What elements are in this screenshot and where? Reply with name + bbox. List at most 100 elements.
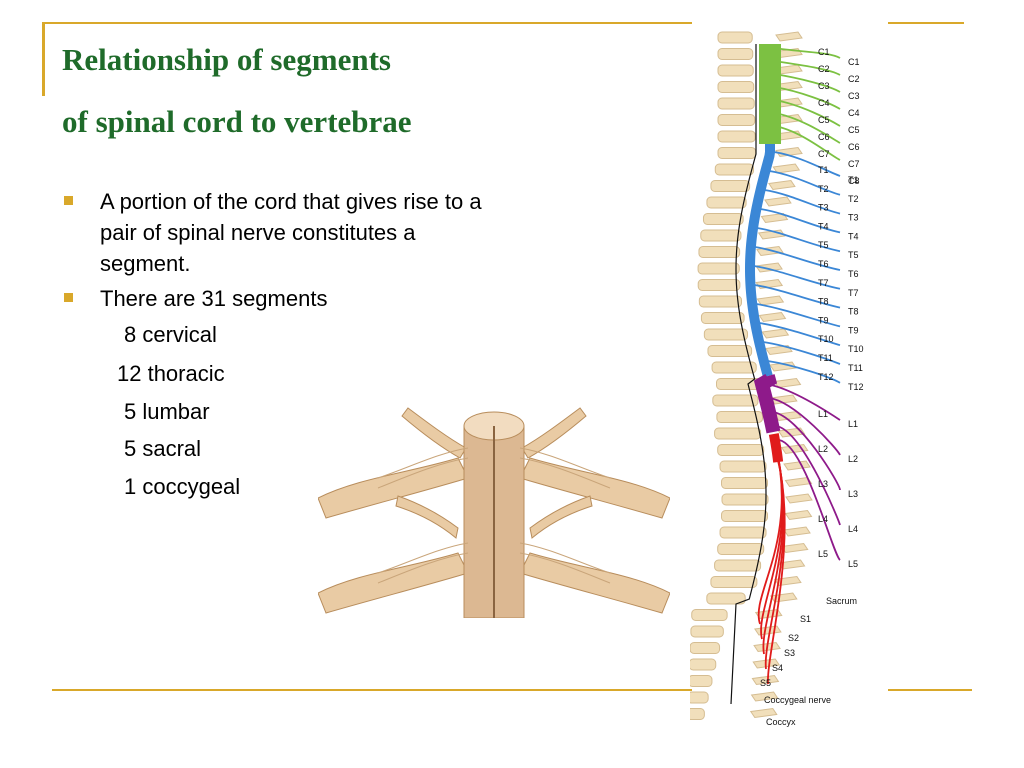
spinal-nerve — [767, 360, 841, 384]
vertebra — [719, 526, 767, 539]
vertebra — [715, 378, 762, 390]
nerve-label: C4 — [818, 98, 830, 108]
spinal-nerve — [763, 341, 841, 365]
vertebra — [714, 559, 762, 572]
spinal-nerve — [773, 47, 841, 59]
bullet-item: A portion of the cord that gives rise to… — [62, 186, 502, 279]
nerve-label: L1 — [848, 419, 858, 429]
segment-lumbar: 5 lumbar — [124, 399, 210, 424]
segment-sacral: 5 sacral — [124, 436, 202, 461]
vertebra — [717, 130, 756, 143]
vertebra — [716, 411, 764, 423]
spinal-nerve — [756, 227, 841, 253]
nerve-label: C1 — [818, 47, 830, 57]
nerve-label: T3 — [848, 213, 859, 223]
spinous-process — [764, 196, 792, 207]
spinous-process — [783, 526, 811, 537]
coccygeal-nerve-label: Coccygeal nerve — [764, 695, 831, 705]
vertebra — [700, 229, 742, 242]
nerve-label: T10 — [818, 334, 834, 344]
spinal-nerve — [759, 322, 841, 347]
spinous-process — [772, 163, 801, 174]
top-rule-right — [888, 22, 964, 24]
vertebra — [714, 163, 754, 176]
vertebra — [712, 394, 759, 407]
sacrum-label: Sacrum — [826, 596, 857, 606]
vertebra — [690, 642, 721, 654]
vertebra — [702, 213, 744, 225]
nerve-label: T10 — [848, 344, 864, 354]
spinal-nerve — [775, 425, 841, 526]
vertebra — [717, 31, 753, 44]
spinous-process — [754, 625, 782, 636]
spinal-column-figure: C1C2C3C4C5C6C7C1C2C3C4C5C6C7C8T1T2T3T4T5… — [690, 31, 864, 727]
vertebra — [717, 81, 755, 93]
nerve-label: S1 — [800, 614, 811, 624]
spinal-nerve — [772, 411, 841, 491]
bullet-text: A portion of the cord that gives rise to… — [100, 189, 482, 276]
nerve-label: C2 — [848, 74, 860, 84]
nerve-label: T1 — [818, 165, 829, 175]
bullet-list: A portion of the cord that gives rise to… — [62, 186, 502, 318]
bullet-item: There are 31 segments — [62, 283, 502, 314]
nerve-label: L2 — [818, 444, 828, 454]
vertebra — [717, 97, 755, 110]
nerve-label: C7 — [818, 149, 830, 159]
bottom-rule — [52, 689, 692, 691]
spinous-process — [751, 674, 780, 686]
spinal-nerve — [754, 284, 841, 309]
nerve-label: C1 — [848, 57, 860, 67]
vertebra — [706, 196, 747, 209]
vertebra — [697, 262, 740, 275]
spinous-process — [761, 328, 790, 339]
vertebra — [690, 675, 713, 687]
nerve-label: T4 — [818, 221, 829, 231]
spinal-nerve — [764, 189, 841, 215]
nerve-label: C5 — [818, 115, 830, 125]
vertebra — [711, 361, 757, 374]
spinal-nerve — [754, 246, 841, 271]
spinous-process — [775, 31, 803, 42]
vertebra — [710, 576, 758, 588]
nerve-label: C3 — [818, 81, 830, 91]
spinous-process — [773, 377, 802, 389]
nerve-label: L5 — [818, 549, 828, 559]
top-rule — [42, 22, 692, 24]
nerve-label: T6 — [848, 269, 859, 279]
nerve-label: S4 — [772, 663, 783, 673]
spinal-nerve — [773, 125, 841, 161]
vertebra — [690, 708, 705, 720]
spinous-process — [768, 179, 796, 191]
vertebra — [721, 477, 769, 489]
nerve-label: T1 — [848, 175, 859, 185]
bullet-text: There are 31 segments — [100, 286, 328, 311]
slide-title-line-1: Relationship of segments — [62, 42, 391, 77]
nerve-label: L2 — [848, 454, 858, 464]
vertebra — [691, 609, 728, 621]
vertebra — [690, 658, 717, 671]
cord-segment — [745, 144, 775, 378]
nerve-label: T8 — [848, 307, 859, 317]
nerve-label: C8 — [848, 176, 860, 186]
vertebra — [690, 691, 709, 704]
spinal-nerve — [753, 265, 841, 290]
spinous-process — [769, 592, 798, 603]
sacral-nerve — [767, 459, 786, 685]
nerve-label: T4 — [848, 231, 859, 241]
nerve-label: C6 — [818, 132, 830, 142]
nerve-label: L1 — [818, 409, 828, 419]
nerve-label: L3 — [818, 479, 828, 489]
nerve-label: T2 — [818, 184, 829, 194]
vertebra — [707, 345, 753, 357]
vertebra — [719, 460, 767, 473]
vertebra — [717, 114, 756, 126]
spinal-nerve — [778, 439, 841, 561]
spinal-nerve — [756, 303, 841, 328]
spinal-nerve — [773, 112, 841, 144]
nerve-label: S2 — [788, 633, 799, 643]
spinal-nerve — [769, 397, 841, 456]
nerve-label: T6 — [818, 259, 829, 269]
nerve-label: T5 — [818, 240, 829, 250]
spinal-nerve — [773, 151, 841, 177]
vertebra — [717, 147, 757, 159]
